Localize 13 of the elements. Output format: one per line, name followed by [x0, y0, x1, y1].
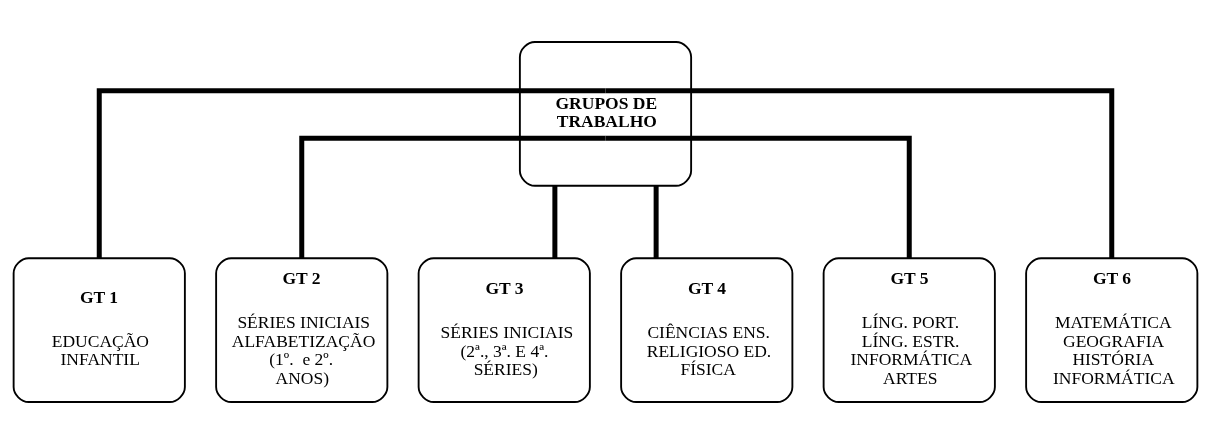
- connector: [299, 135, 606, 259]
- node-box: GT 2 SÉRIES INICIAIS ALFABETIZAÇÃO (1º. e 2º. ANOS): [215, 256, 389, 403]
- connector: [96, 87, 606, 259]
- connector: [605, 135, 912, 259]
- node-box: GT 6 MATEMÁTICA GEOGRAFIA HISTÓRIA INFORMÁTICA: [1025, 256, 1199, 403]
- node-box: GT 4 CIÊNCIAS ENS. RELIGIOSO ED. FÍSICA: [620, 256, 794, 403]
- connector: [653, 184, 659, 259]
- connector: [552, 184, 558, 259]
- connector: [605, 87, 1115, 259]
- node-box: GRUPOS DE TRABALHO: [518, 40, 693, 187]
- node-box: GT 3 SÉRIES INICIAIS (2ª., 3ª. E 4ª. SÉRIES): [417, 256, 591, 403]
- node-box: GT 5 LÍNG. PORT. LÍNG. ESTR. INFORMÁTICA ARTES: [822, 256, 996, 403]
- node-box: GT 1 EDUCAÇÃO INFANTIL: [12, 256, 186, 403]
